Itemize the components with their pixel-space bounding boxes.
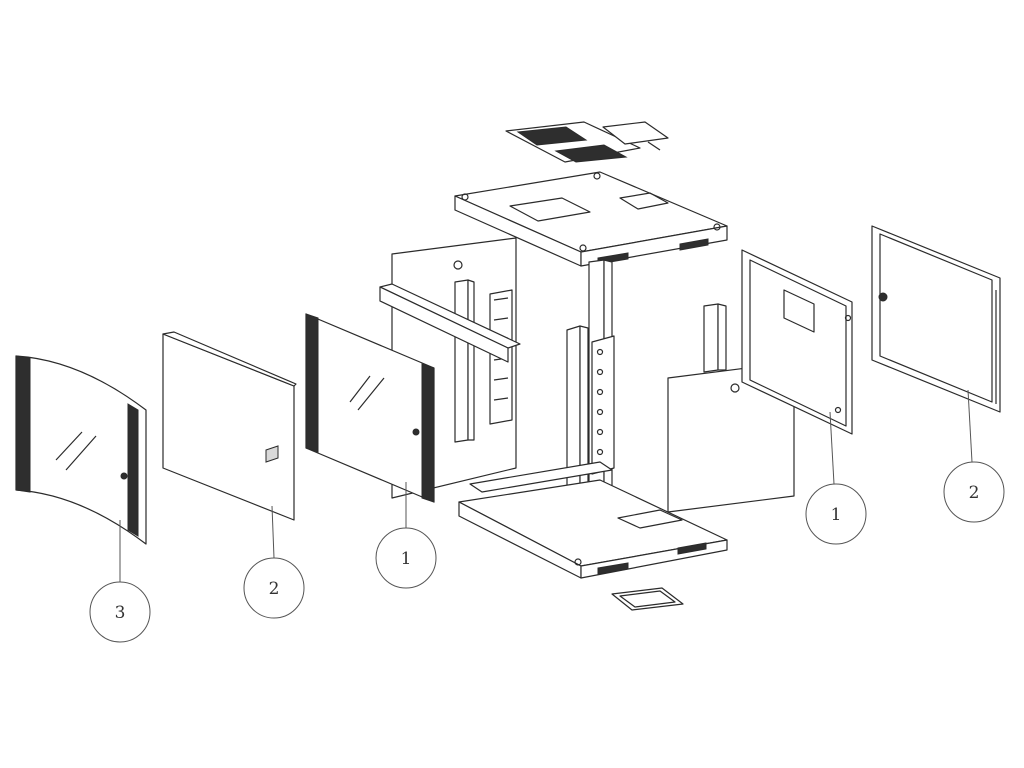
glass-door-left bbox=[305, 313, 435, 503]
glass-door bbox=[15, 355, 147, 545]
callout-label: 3 bbox=[115, 603, 126, 623]
side-panel bbox=[741, 249, 853, 435]
leader-line-1-right bbox=[829, 411, 835, 485]
leader-line-2-left bbox=[271, 505, 275, 559]
solid-door bbox=[162, 331, 297, 521]
front-right-post bbox=[566, 325, 615, 501]
callout-label: 1 bbox=[401, 549, 412, 569]
top-frame bbox=[454, 171, 728, 267]
leader-line-2-right bbox=[967, 389, 973, 463]
callout-glass-door-left: 1 bbox=[375, 527, 437, 589]
top-blank-plate bbox=[602, 121, 669, 151]
callout-glass-door: 3 bbox=[89, 581, 151, 643]
bottom-frame bbox=[458, 461, 728, 579]
callout-rear-door: 2 bbox=[943, 461, 1005, 523]
bottom-blank-plate bbox=[611, 587, 684, 611]
callout-side-panel: 1 bbox=[805, 483, 867, 545]
callout-label: 2 bbox=[269, 579, 280, 599]
rear-door bbox=[871, 225, 1001, 413]
callout-solid-door: 2 bbox=[243, 557, 305, 619]
callout-label: 1 bbox=[831, 505, 842, 525]
front-crossbar bbox=[379, 283, 521, 363]
top-vent-cover bbox=[505, 121, 641, 163]
callout-label: 2 bbox=[969, 483, 980, 503]
right-rear-post bbox=[703, 303, 727, 373]
